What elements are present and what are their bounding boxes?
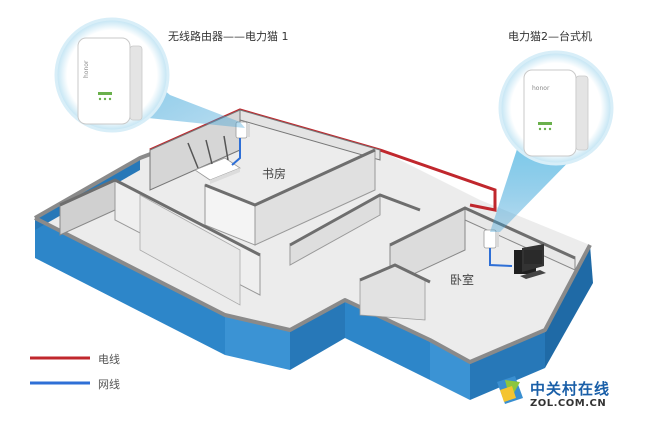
router-adapter-label: 无线路由器——电力猫 1 <box>168 30 289 43</box>
network-cable-bedroom <box>489 248 513 267</box>
watermark-cn: 中关村在线 <box>530 380 611 398</box>
right-adapter-brand: honor <box>532 85 550 92</box>
right-adapter-zoom: honor <box>523 69 589 157</box>
desktop-computer <box>514 244 546 279</box>
left-adapter-zoom: honor <box>77 37 143 125</box>
powerline-adapter-2 <box>483 229 499 249</box>
legend-label-network: 网线 <box>98 378 120 391</box>
wireless-router <box>187 135 241 184</box>
interior-walls <box>59 109 576 321</box>
adapter-desktop-label: 电力猫2—台式机 <box>508 30 592 43</box>
room-label-bedroom: 卧室 <box>450 273 475 287</box>
zol-logo-mark <box>497 376 523 404</box>
network-cable-study <box>231 138 241 166</box>
room-label-study: 书房 <box>262 167 287 181</box>
watermark-en: ZOL.COM.CN <box>530 398 607 409</box>
legend-label-power: 电线 <box>98 353 120 366</box>
left-adapter-brand: honor <box>83 60 90 78</box>
